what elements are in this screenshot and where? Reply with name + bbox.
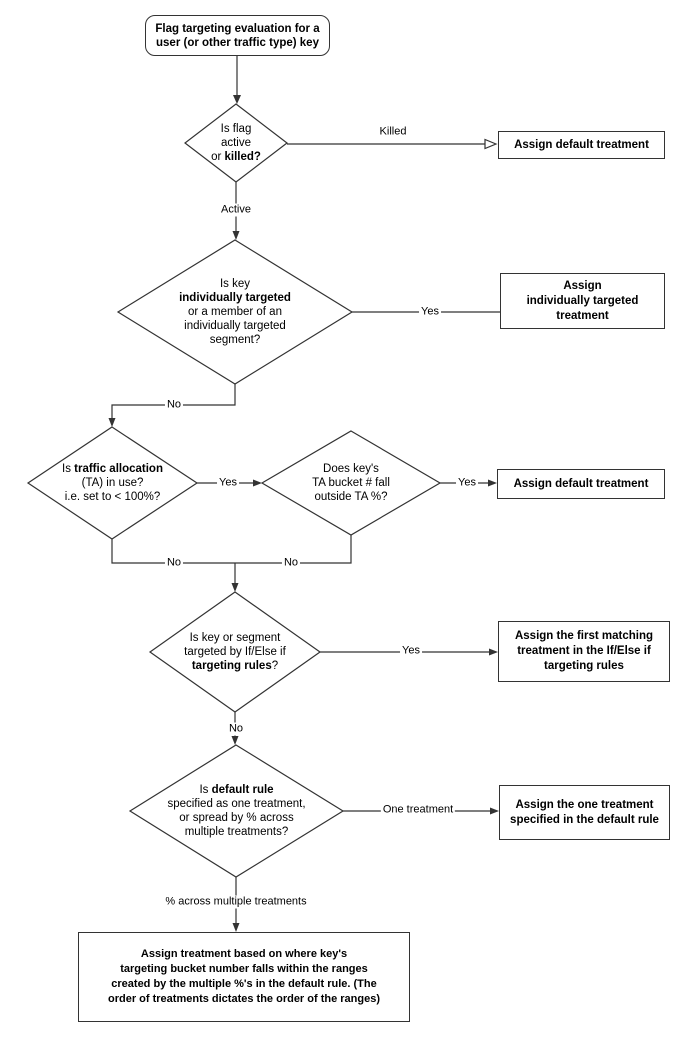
edge-label-active: Active (219, 203, 253, 217)
edge-label-no-ta: No (164, 556, 184, 570)
decision-default-rule-shape (128, 744, 345, 878)
edge-label-pct-multiple: % across multiple treatments (163, 895, 309, 909)
process-assign-default-treatment-ta: Assign default treatment (497, 469, 665, 499)
decision-rules-shape (148, 591, 322, 713)
edge-label-no-rules: No (226, 722, 246, 736)
decision-flag-status-shape (184, 103, 288, 183)
edge-label-yes-individual: Yes (419, 305, 441, 319)
decision-individual-shape (116, 239, 354, 385)
edge-label-no-individual: No (164, 398, 184, 412)
edge-label-yes-rules: Yes (400, 644, 422, 658)
edge-label-yes-bucket: Yes (456, 476, 478, 490)
edge-label-killed: Killed (379, 125, 407, 138)
edge-label-no-bucket: No (281, 556, 301, 570)
decision-traffic-alloc-shape (26, 426, 199, 540)
edge-label-yes-ta: Yes (217, 476, 239, 490)
edge-label-one-treatment: One treatment (380, 803, 456, 817)
edge-no-merge (111, 535, 352, 592)
edge-killed (287, 138, 498, 150)
decision-bucket-shape (260, 430, 442, 536)
edge-start-to-flag-status (233, 55, 241, 104)
process-assign-default-treatment-killed: Assign default treatment (498, 131, 665, 159)
